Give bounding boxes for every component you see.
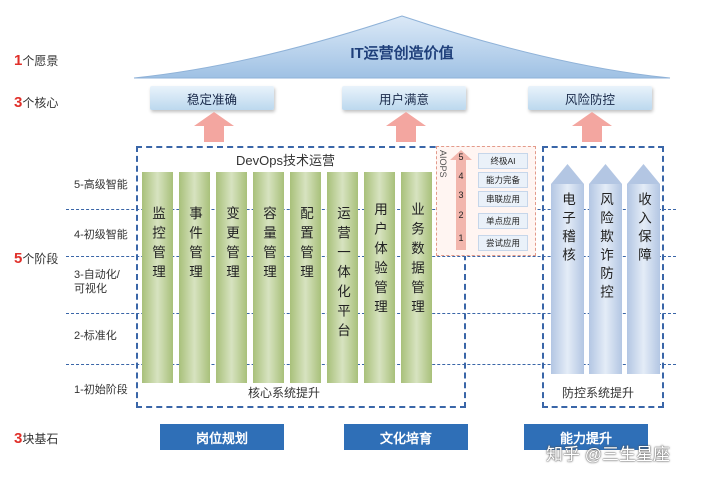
aiops-level-num: 3	[458, 190, 464, 200]
stage-label: 1-初始阶段	[74, 384, 128, 396]
risk-frame	[542, 146, 664, 408]
aiops-level-num: 2	[458, 210, 464, 220]
devops-column: 运营一体化平台	[327, 172, 358, 383]
core-risk: 风险防控	[528, 86, 652, 110]
risk-footer: 防控系统提升	[562, 386, 635, 400]
roof-shape	[133, 15, 671, 79]
aiops-arrow-icon	[450, 150, 472, 250]
aiops-level: 能力完备	[478, 172, 528, 188]
stage-label: 4-初级智能	[74, 229, 128, 241]
devops-column: 变更管理	[216, 172, 247, 383]
core-user: 用户满意	[342, 86, 466, 110]
aiops-level: 单点应用	[478, 213, 528, 229]
devops-footer: 核心系统提升	[248, 386, 321, 400]
aiops-level: 终极AI	[478, 153, 528, 169]
watermark: 知乎 @三生星座	[546, 445, 670, 464]
risk-column: 电子稽核	[551, 164, 584, 374]
aiops-level-num: 5	[458, 152, 464, 162]
stage-label: 5-高级智能	[74, 179, 128, 191]
core-label: 3个核心	[14, 94, 59, 111]
foundation-box: 能力提升	[524, 424, 648, 450]
vision-label: 1个愿景	[14, 52, 59, 69]
devops-column: 事件管理	[179, 172, 210, 383]
aiops-level: 串联应用	[478, 191, 528, 207]
foundation-box: 文化培育	[344, 424, 468, 450]
foundation-label: 3块基石	[14, 430, 59, 447]
devops-column: 用户体验管理	[364, 172, 395, 383]
core-stable: 稳定准确	[150, 86, 274, 110]
foundation-box: 岗位规划	[160, 424, 284, 450]
risk-column: 风险欺诈防控	[589, 164, 622, 374]
devops-column: 配置管理	[290, 172, 321, 383]
aiops-level-num: 4	[458, 171, 464, 181]
stage-label: 2-标准化	[74, 330, 117, 342]
up-arrow-icon	[194, 112, 234, 142]
devops-column: 监控管理	[142, 172, 173, 383]
roof-title: IT运营创造价值	[350, 45, 454, 62]
stages-label: 5个阶段	[14, 250, 59, 267]
risk-column: 收入保障	[627, 164, 660, 374]
up-arrow-icon	[572, 112, 612, 142]
aiops-level-num: 1	[458, 233, 464, 243]
aiops-label: AIOPS	[438, 150, 448, 178]
up-arrow-icon	[386, 112, 426, 142]
devops-title: DevOps技术运营	[236, 153, 335, 168]
devops-column: 业务数据管理	[401, 172, 432, 383]
stage-label: 3-自动化/ 可视化	[74, 269, 120, 295]
aiops-level: 尝试应用	[478, 235, 528, 251]
devops-column: 容量管理	[253, 172, 284, 383]
devops-frame	[136, 146, 466, 408]
